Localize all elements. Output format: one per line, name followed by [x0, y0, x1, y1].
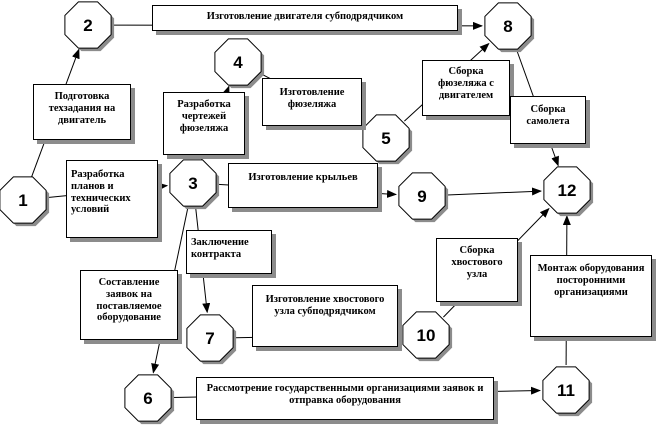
node-number: 11 — [557, 381, 575, 400]
node-number: 7 — [205, 329, 214, 348]
node-9: 9 — [398, 172, 449, 223]
node-number: 2 — [83, 16, 92, 35]
edge-9-12 — [446, 187, 542, 196]
node-number: 9 — [417, 187, 426, 206]
node-number: 8 — [503, 17, 512, 36]
label-tail-production: Изготовление хвостового узла субподрядчи… — [252, 285, 398, 347]
node-8: 8 — [484, 2, 535, 53]
node-5: 5 — [362, 114, 413, 165]
label-plans-specs: Разработка планов и технических условий — [66, 160, 158, 238]
label-engine-production: Изготовление двигателя субподрядчиком — [152, 5, 458, 31]
node-3: 3 — [169, 159, 220, 210]
label-engine-tech-docs: Подготовка техзадания на двигатель — [33, 84, 131, 140]
label-aircraft-assembly: Сборка самолета — [510, 96, 586, 144]
label-tail-assembly: Сборка хвостового узла — [436, 238, 518, 302]
node-11: 11 — [542, 366, 593, 417]
node-number: 5 — [381, 129, 390, 148]
label-fuselage-drawings: Разработка чертежей фюзеляжа — [163, 92, 245, 155]
node-number: 1 — [18, 191, 27, 210]
node-12: 12 — [543, 166, 594, 217]
node-7: 7 — [186, 314, 237, 365]
node-2: 2 — [64, 1, 115, 52]
label-fuselage-engine-assembly: Сборка фюзеляжа с двигателем — [422, 60, 510, 116]
node-4: 4 — [214, 38, 265, 89]
label-equipment-install: Монтаж оборудования посторонними организ… — [530, 255, 652, 337]
node-number: 4 — [233, 53, 243, 72]
label-gov-review: Рассмотрение государственными организаци… — [196, 377, 494, 420]
node-number: 6 — [143, 389, 152, 408]
node-10: 10 — [402, 311, 453, 362]
label-wings-production: Изготовление крыльев — [228, 163, 378, 208]
node-6: 6 — [124, 374, 175, 425]
node-1: 1 — [0, 176, 50, 227]
label-fuselage-production: Изготовление фюзеляжа — [262, 78, 362, 126]
node-number: 3 — [188, 174, 197, 193]
node-number: 12 — [558, 181, 577, 200]
label-equipment-orders: Составление заявок на поставляемое обору… — [80, 270, 178, 340]
label-contract: Заключение контракта — [186, 230, 272, 274]
node-number: 10 — [417, 326, 436, 345]
